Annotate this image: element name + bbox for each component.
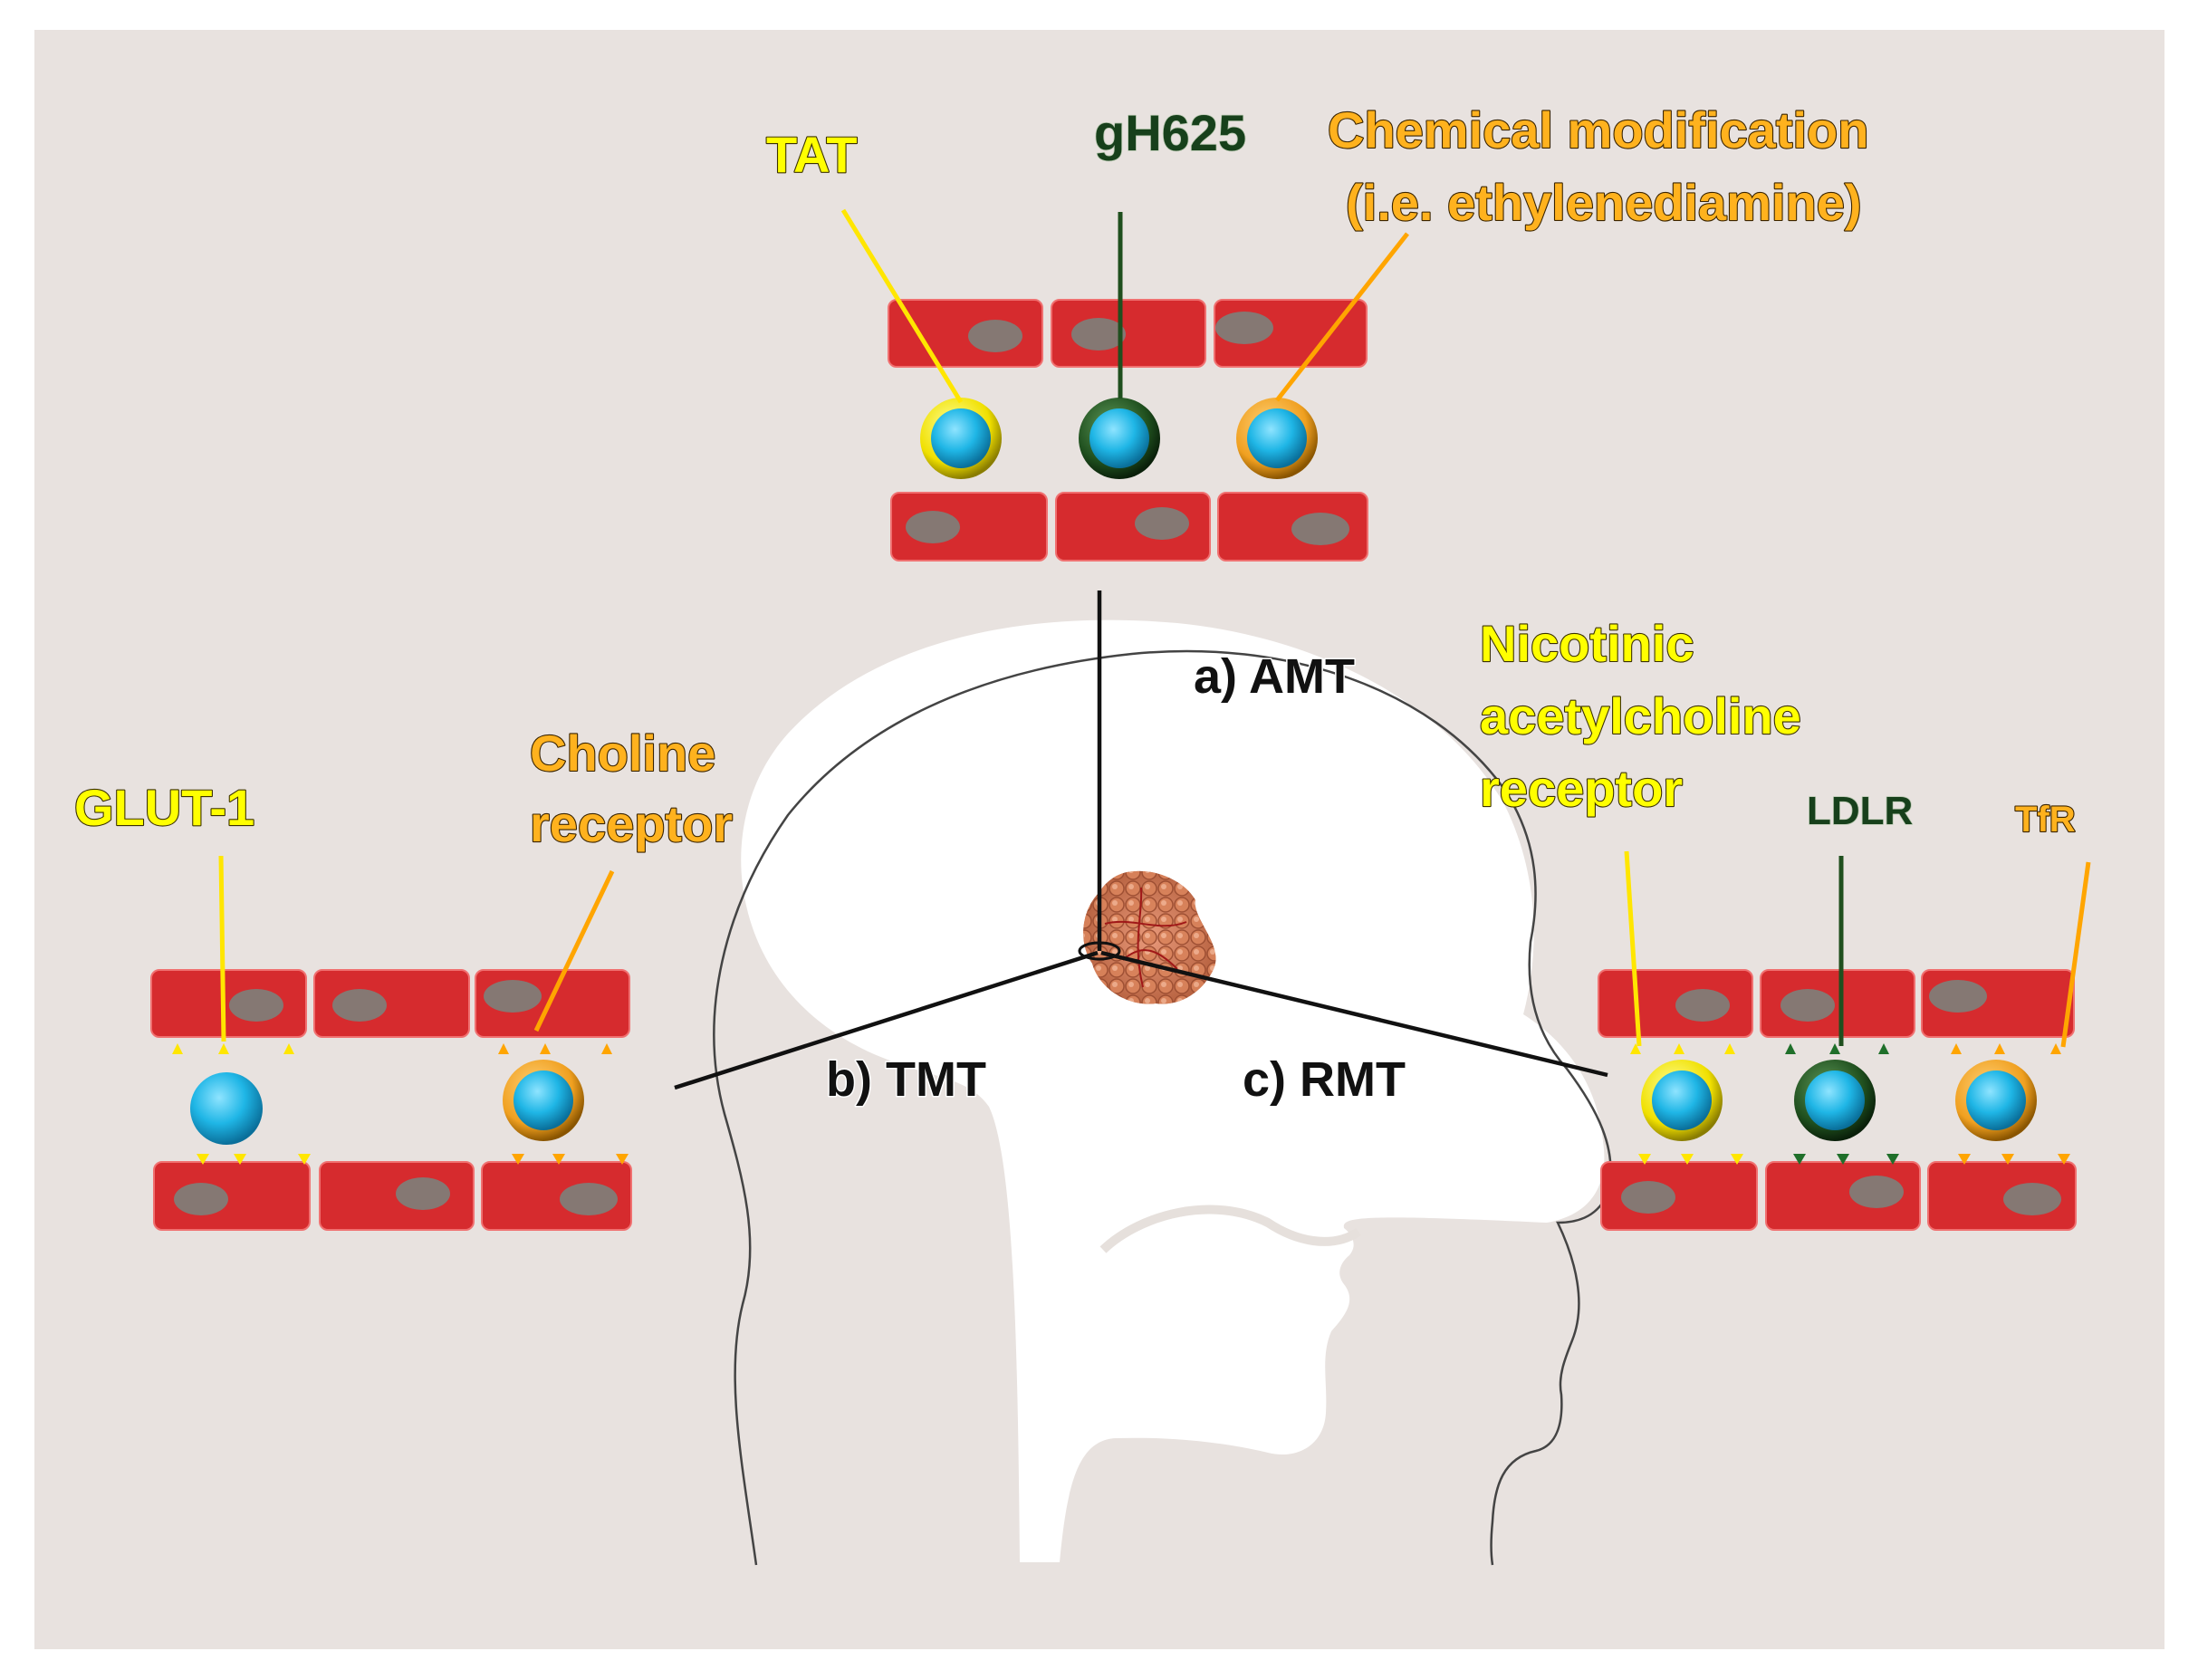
nucleus xyxy=(484,980,542,1013)
nucleus xyxy=(1675,989,1730,1022)
nucleus xyxy=(229,989,283,1022)
nucleus xyxy=(174,1183,228,1215)
label-ldlr: LDLR xyxy=(1807,789,1913,833)
label-rmt: c) RMT xyxy=(1243,1052,1406,1107)
label-chemical-line2: (i.e. ethylenediamine) xyxy=(1346,174,1862,231)
nucleus xyxy=(1071,318,1126,350)
endothelial-cell-icon xyxy=(1760,969,1915,1038)
head-white-fill xyxy=(741,619,1605,1563)
nucleus xyxy=(560,1183,618,1215)
nucleus xyxy=(2003,1183,2061,1215)
endothelial-cell-icon xyxy=(313,969,470,1038)
choline-receptors xyxy=(498,1043,629,1165)
nucleus xyxy=(1929,980,1987,1013)
label-tmt: b) TMT xyxy=(826,1052,986,1107)
label-tat: TAT xyxy=(766,126,858,183)
ldlr-receptors xyxy=(1785,1043,1899,1165)
endothelial-cell-icon xyxy=(153,1161,311,1231)
tfr-receptors xyxy=(1951,1043,2070,1165)
label-glut1: GLUT-1 xyxy=(74,779,254,836)
endothelial-cell-icon xyxy=(475,969,630,1038)
nanoparticle-ldlr-icon xyxy=(1794,1060,1876,1141)
endothelial-cell-icon xyxy=(1921,969,2075,1038)
choline-pointer xyxy=(533,869,615,1032)
endothelial-cell-icon xyxy=(150,969,307,1038)
brain-fold xyxy=(1099,1205,1361,1253)
nicotinic-receptors xyxy=(1630,1043,1743,1165)
label-choline-line2: receptor xyxy=(530,795,733,852)
endothelial-cell-icon xyxy=(1214,299,1368,368)
label-tfr: TfR xyxy=(2015,800,2076,840)
endothelial-cell-icon xyxy=(1600,1161,1758,1231)
endothelial-cell-icon xyxy=(1765,1161,1921,1231)
label-amt: a) AMT xyxy=(1194,649,1355,704)
connector-lines xyxy=(674,590,1608,1090)
nucleus xyxy=(1849,1176,1904,1208)
endothelial-cell-icon xyxy=(888,299,1043,368)
label-nicotinic-line3: receptor xyxy=(1480,760,1683,817)
nucleus xyxy=(1780,989,1835,1022)
endothelial-cell-icon xyxy=(1051,299,1206,368)
endothelial-cell-icon xyxy=(481,1161,632,1231)
nanoparticle-tfr-icon xyxy=(1955,1060,2037,1141)
nanoparticle-chemical-icon xyxy=(1236,398,1318,479)
nanoparticle-gh625-icon xyxy=(1079,398,1160,479)
nucleus xyxy=(396,1177,450,1210)
nucleus xyxy=(906,511,960,543)
label-choline-line1: Choline xyxy=(530,725,715,782)
amt-vessel xyxy=(840,208,1409,562)
nucleus xyxy=(1621,1181,1675,1214)
head-outline xyxy=(713,649,1612,1566)
nucleus xyxy=(968,320,1022,352)
nucleus xyxy=(1135,507,1189,540)
endothelial-cell-icon xyxy=(890,492,1048,562)
nucleus xyxy=(332,989,387,1022)
endothelial-cell-icon xyxy=(319,1161,475,1231)
tmt-connector xyxy=(674,950,1099,1090)
endothelial-cell-icon xyxy=(1217,492,1368,562)
rmt-vessel xyxy=(1598,850,2091,1231)
glut1-pointer xyxy=(218,855,226,1042)
nanoparticle-nicotinic-icon xyxy=(1641,1060,1723,1141)
label-nicotinic-line2: acetylcholine xyxy=(1480,687,1801,744)
label-nicotinic-line1: Nicotinic xyxy=(1480,615,1694,672)
tfr-pointer xyxy=(2060,861,2091,1048)
nicotinic-pointer xyxy=(1624,850,1642,1047)
nucleus xyxy=(1291,513,1349,545)
tmt-vessel xyxy=(150,855,632,1231)
head-silhouette-icon xyxy=(713,619,1612,1566)
tat-pointer xyxy=(840,208,964,404)
glut1-receptors xyxy=(172,1043,311,1165)
nanoparticle-choline-icon xyxy=(503,1060,584,1141)
chemical-pointer xyxy=(1275,232,1409,402)
endothelial-cell-icon xyxy=(1055,492,1211,562)
nanoparticle-glut1-icon xyxy=(190,1072,263,1145)
nanoparticle-tat-icon xyxy=(920,398,1002,479)
label-chemical-line1: Chemical modification xyxy=(1328,101,1868,158)
label-gh625: gH625 xyxy=(1094,104,1246,161)
rmt-connector xyxy=(1100,950,1608,1078)
endothelial-cell-icon xyxy=(1598,969,1753,1038)
endothelial-cell-icon xyxy=(1927,1161,2077,1231)
nucleus xyxy=(1215,312,1273,344)
